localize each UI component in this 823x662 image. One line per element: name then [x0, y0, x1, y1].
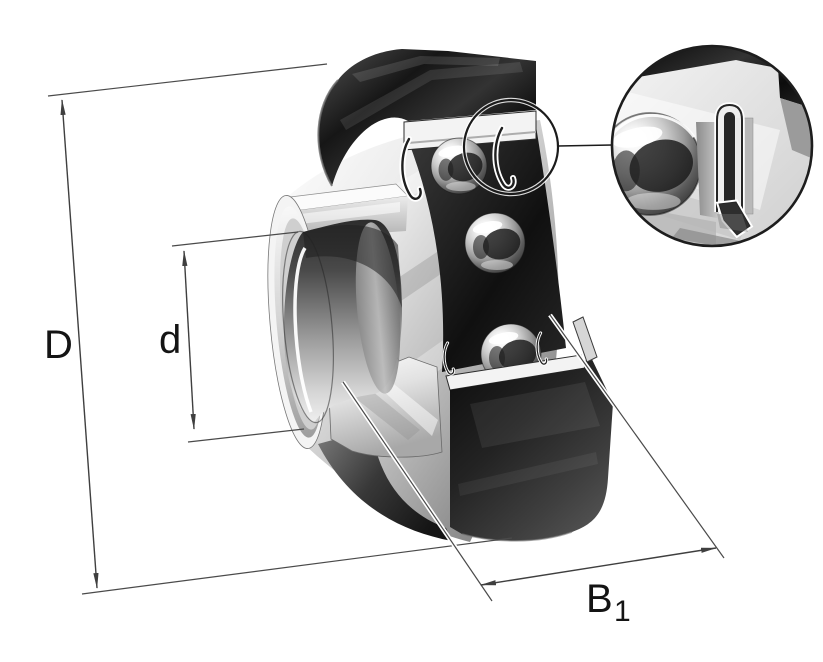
extension-line	[549, 314, 725, 559]
bore-opening-rim	[282, 230, 334, 424]
seal-lip	[718, 201, 751, 236]
outer-ring-streak	[352, 56, 500, 82]
extension-line	[342, 381, 493, 602]
sleeve-underside	[318, 432, 452, 541]
raceway-groove-line	[407, 131, 537, 144]
outer-ring-top	[317, 49, 536, 187]
detail-circle-outline	[610, 44, 814, 248]
extension-line	[171, 231, 299, 247]
bore-top-shadow	[303, 225, 402, 308]
seal-slot-light	[735, 118, 740, 212]
label-width-subscript: 1	[614, 595, 631, 628]
front-face	[267, 195, 402, 449]
outer-ring-streak	[458, 452, 598, 496]
label-width: B	[586, 577, 613, 621]
leader-line	[557, 144, 613, 147]
extension-line	[187, 428, 305, 443]
extension-line	[47, 63, 328, 97]
extension-line	[81, 537, 513, 595]
label-bore-diameter: d	[159, 318, 181, 362]
detail-view	[610, 44, 814, 248]
dimension-line	[60, 99, 99, 589]
outer-ring-bottom-rim-light	[461, 531, 573, 542]
outer-ring-left-rim	[317, 79, 339, 187]
dimension-line	[182, 250, 196, 430]
bearing-ball-middle	[464, 212, 526, 274]
outer-ring-streak	[340, 62, 523, 130]
bearing-illustration	[267, 49, 613, 542]
dimension-outer-diameter: D	[44, 63, 513, 595]
outer-ring-bottom	[450, 316, 613, 542]
outer-ring-streak	[470, 382, 600, 448]
tab-highlight-streak	[300, 202, 400, 224]
label-outer-diameter: D	[44, 323, 73, 367]
detail-ball-top-glint	[612, 113, 696, 151]
bore-rim-highlight	[293, 247, 313, 413]
dimension-bore-diameter: d	[159, 231, 305, 443]
dimension-width: B 1	[341, 313, 726, 628]
detail-seal	[714, 102, 754, 239]
cut-face-top	[403, 110, 537, 151]
outer-ring-top-block	[318, 49, 536, 186]
detail-cage-band	[696, 122, 717, 218]
magnifier-circle	[462, 98, 560, 196]
magnifier-callout	[461, 97, 613, 197]
seal-under-shadow	[717, 214, 748, 232]
dimension-line	[480, 547, 717, 586]
seal-rubber-core	[724, 112, 735, 212]
bearing-ball-top	[430, 137, 488, 195]
outer-ring-bottom-block	[450, 351, 613, 541]
outer-ring-back-rim-highlight	[572, 316, 598, 363]
